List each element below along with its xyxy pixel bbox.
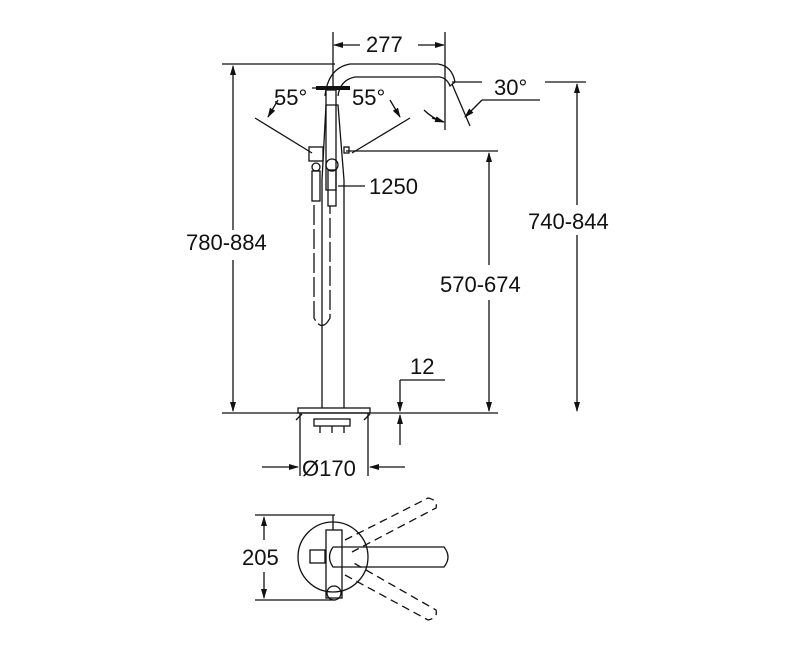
- dim-spout-reach: [332, 32, 446, 130]
- label-handle-angle-left: 55°: [274, 85, 307, 110]
- plan-view: [297, 497, 449, 621]
- dim-outlet-height: [452, 81, 586, 412]
- dim-spout-angle: [423, 83, 540, 127]
- dim-total-height: [222, 63, 335, 412]
- label-handle-angle-right: 55°: [352, 85, 385, 110]
- dim-plan-depth: [255, 514, 335, 601]
- dim-handle-angles: [254, 87, 411, 154]
- label-floor-gap: 12: [410, 354, 434, 379]
- label-hose-length: 1250: [369, 174, 418, 199]
- label-spout-angle: 30°: [494, 75, 527, 100]
- label-base-diameter: Ø170: [302, 456, 356, 481]
- label-handle-height: 570-674: [440, 272, 521, 297]
- label-outlet-height: 740-844: [528, 209, 609, 234]
- label-spout-reach: 277: [366, 32, 403, 57]
- label-total-height: 780-884: [186, 230, 267, 255]
- label-plan-depth: 205: [242, 545, 279, 570]
- dim-floor-gap: [397, 379, 445, 445]
- dim-base-diameter: [262, 430, 405, 476]
- dim-handle-height: [346, 150, 498, 414]
